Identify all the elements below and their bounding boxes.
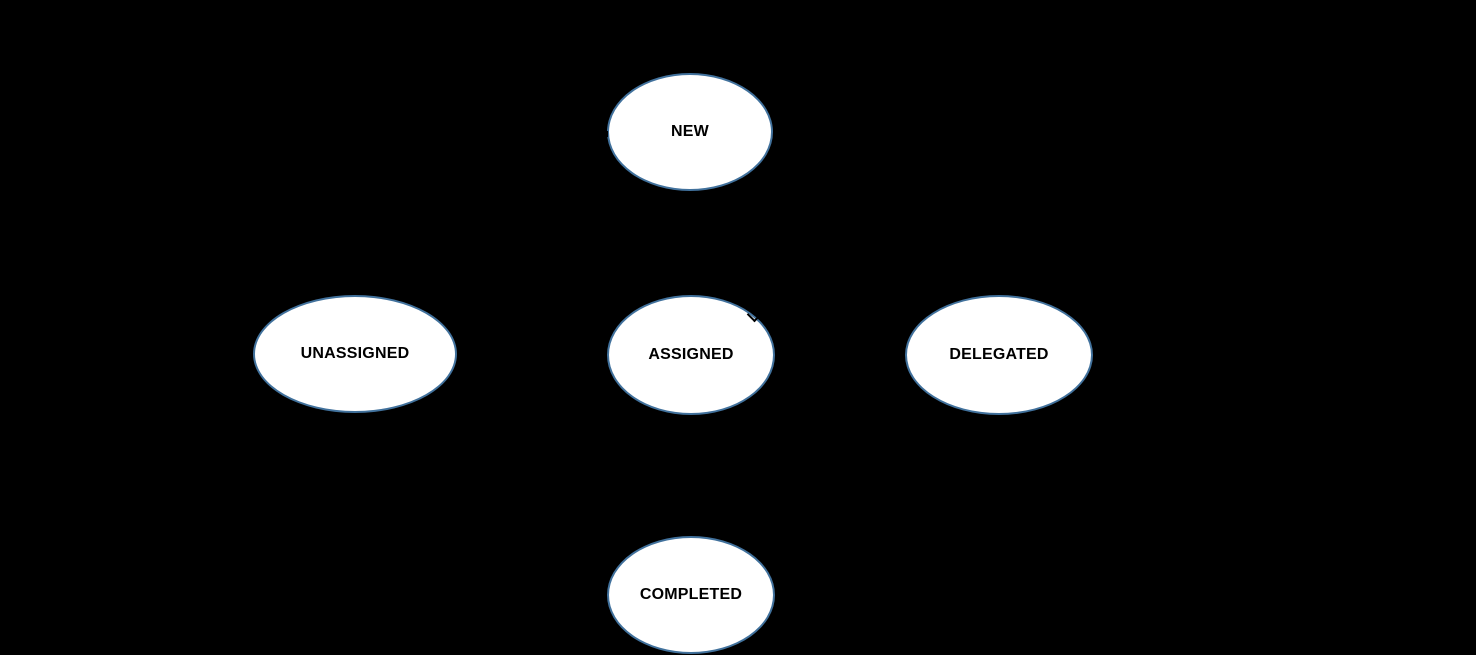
state-node-completed: COMPLETED: [607, 536, 775, 654]
state-node-delegated: DELEGATED: [905, 295, 1093, 415]
state-node-unassigned: UNASSIGNED: [253, 295, 457, 413]
state-node-assigned: ASSIGNED: [607, 295, 775, 415]
state-node-new: NEW: [607, 73, 773, 191]
state-node-new-label: NEW: [671, 123, 709, 140]
state-node-assigned-label: ASSIGNED: [648, 346, 734, 363]
state-node-completed-label: COMPLETED: [639, 586, 743, 603]
state-node-delegated-label: DELEGATED: [949, 346, 1049, 363]
state-node-unassigned-label: UNASSIGNED: [300, 345, 410, 362]
connector-arrowtip-artifact: [605, 131, 608, 137]
